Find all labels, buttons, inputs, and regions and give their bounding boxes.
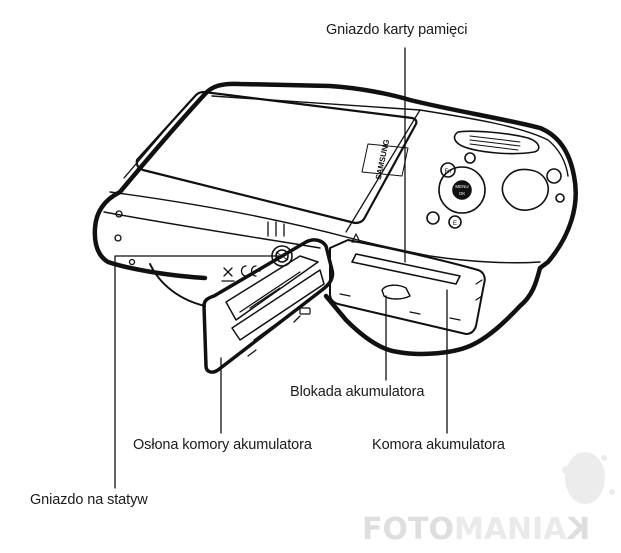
label-battery-lock: Blokada akumulatora bbox=[290, 384, 425, 400]
strap-lug bbox=[546, 168, 562, 184]
brand-plate bbox=[361, 143, 409, 177]
nav-ring bbox=[438, 166, 486, 214]
e-label: E bbox=[453, 221, 457, 227]
fn-button bbox=[440, 162, 456, 178]
e-button bbox=[448, 215, 462, 229]
label-battery-chamber: Komora akumulatora bbox=[372, 437, 505, 453]
label-tripod-mount: Gniazdo na statyw bbox=[30, 492, 148, 508]
shutter-area bbox=[453, 130, 540, 155]
top-small-button bbox=[464, 152, 476, 164]
control-buttons bbox=[426, 152, 565, 229]
chamber-clips bbox=[339, 279, 483, 321]
watermark-splash bbox=[562, 452, 615, 504]
watermark-part1: FOTO bbox=[362, 512, 454, 547]
label-memory-card-slot: Gniazdo karty pamięci bbox=[326, 22, 468, 38]
battery-cover-inner bbox=[225, 255, 325, 341]
lcd-screen bbox=[135, 90, 418, 225]
lcd-frame bbox=[123, 102, 421, 233]
watermark-part3: K bbox=[566, 512, 590, 547]
top-bevel bbox=[211, 95, 569, 177]
camera-body-outline bbox=[92, 81, 578, 357]
menu-label: MENU bbox=[455, 184, 468, 189]
warning-triangle bbox=[351, 233, 361, 243]
cover-latch bbox=[299, 307, 311, 315]
leader-lines bbox=[114, 47, 448, 489]
label-battery-cover: Osłona komory akumulatora bbox=[133, 437, 312, 453]
watermark: FOTOMANIAK bbox=[362, 512, 590, 547]
fn-label: Fn bbox=[444, 169, 451, 175]
memory-card-slot bbox=[351, 253, 461, 285]
ok-label: OK bbox=[459, 191, 466, 196]
lens-bulge bbox=[149, 263, 206, 307]
shutter-ridges bbox=[469, 135, 521, 151]
watermark-part2: MANIA bbox=[453, 512, 567, 547]
side-port bbox=[555, 193, 565, 203]
battery-lock bbox=[381, 284, 411, 300]
body-ridge bbox=[109, 191, 541, 264]
menu-ok-button bbox=[452, 180, 472, 200]
battery-chamber-outline bbox=[329, 239, 486, 335]
play-button bbox=[426, 211, 440, 225]
battery-cover-outline bbox=[202, 238, 335, 374]
mode-dial-edge bbox=[501, 168, 549, 211]
body-ridge-lower bbox=[103, 211, 321, 249]
battery-cover-details bbox=[239, 271, 315, 357]
